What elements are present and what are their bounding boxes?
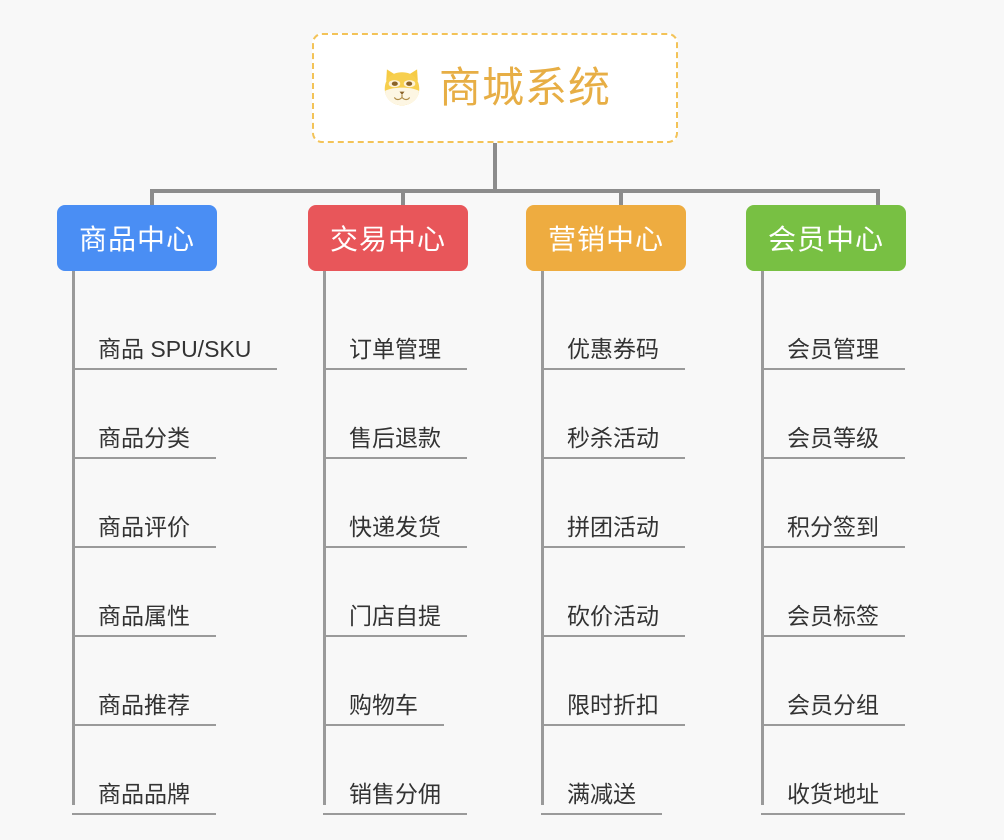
leaf-item[interactable]: 会员分组 [746, 637, 906, 726]
leaf-item[interactable]: 会员等级 [746, 370, 906, 459]
leaf-item-label: 购物车 [323, 692, 444, 726]
leaf-item-label: 砍价活动 [541, 603, 685, 637]
leaf-item-label: 商品品牌 [72, 781, 216, 815]
branch-spine [541, 271, 544, 805]
connector-drop-1 [150, 189, 154, 209]
leaf-item-label: 积分签到 [761, 514, 905, 548]
leaf-item[interactable]: 满减送 [526, 726, 686, 815]
category-items-2: 订单管理售后退款快递发货门店自提购物车销售分佣 [308, 271, 468, 815]
category-header-4[interactable]: 会员中心 [746, 205, 907, 271]
leaf-item-label: 会员等级 [761, 425, 905, 459]
leaf-item[interactable]: 优惠券码 [526, 281, 686, 370]
leaf-item-label: 会员管理 [761, 336, 905, 370]
leaf-item-label: 商品属性 [72, 603, 216, 637]
leaf-item[interactable]: 商品 SPU/SKU [57, 281, 278, 370]
category-header-3[interactable]: 营销中心 [526, 205, 687, 271]
leaf-item-label: 会员分组 [761, 692, 905, 726]
connector-stem [493, 143, 497, 193]
leaf-item[interactable]: 商品分类 [57, 370, 277, 459]
connector-bus [150, 189, 880, 193]
leaf-item[interactable]: 砍价活动 [526, 548, 686, 637]
leaf-item-label: 满减送 [541, 781, 662, 815]
leaf-item-label: 限时折扣 [541, 692, 685, 726]
leaf-item[interactable]: 会员管理 [746, 281, 906, 370]
branch-spine [72, 271, 75, 805]
category-label: 商品中心 [79, 224, 196, 255]
connector-drop-3 [619, 189, 623, 209]
leaf-item-label: 商品评价 [72, 514, 216, 548]
shiba-dog-face-icon [379, 65, 425, 111]
category-column-3: 营销中心优惠券码秒杀活动拼团活动砍价活动限时折扣满减送 [526, 205, 687, 815]
leaf-item[interactable]: 商品品牌 [57, 726, 277, 815]
leaf-item-label: 商品分类 [72, 425, 216, 459]
leaf-item[interactable]: 订单管理 [308, 281, 468, 370]
leaf-item-label: 订单管理 [323, 336, 467, 370]
leaf-item[interactable]: 快递发货 [308, 459, 468, 548]
category-items-3: 优惠券码秒杀活动拼团活动砍价活动限时折扣满减送 [526, 271, 686, 815]
leaf-item[interactable]: 商品属性 [57, 548, 277, 637]
leaf-item-label: 会员标签 [761, 603, 905, 637]
leaf-item-label: 商品推荐 [72, 692, 216, 726]
branch-spine [761, 271, 764, 805]
leaf-item-label: 快递发货 [323, 514, 467, 548]
leaf-item[interactable]: 收货地址 [746, 726, 906, 815]
leaf-item-label: 优惠券码 [541, 336, 685, 370]
category-header-1[interactable]: 商品中心 [57, 205, 218, 271]
root-title: 商城系统 [438, 64, 611, 111]
leaf-item[interactable]: 会员标签 [746, 548, 906, 637]
category-header-2[interactable]: 交易中心 [308, 205, 469, 271]
connector-drop-2 [401, 189, 405, 209]
category-column-4: 会员中心会员管理会员等级积分签到会员标签会员分组收货地址 [746, 205, 907, 815]
leaf-item[interactable]: 门店自提 [308, 548, 468, 637]
root-node[interactable]: 商城系统 [312, 33, 678, 143]
leaf-item[interactable]: 拼团活动 [526, 459, 686, 548]
connector-drop-4 [876, 189, 880, 209]
leaf-item-label: 销售分佣 [323, 781, 467, 815]
category-items-4: 会员管理会员等级积分签到会员标签会员分组收货地址 [746, 271, 906, 815]
leaf-item[interactable]: 购物车 [308, 637, 468, 726]
leaf-item[interactable]: 秒杀活动 [526, 370, 686, 459]
category-column-2: 交易中心订单管理售后退款快递发货门店自提购物车销售分佣 [308, 205, 469, 815]
leaf-item-label: 售后退款 [323, 425, 467, 459]
leaf-item[interactable]: 商品评价 [57, 459, 277, 548]
category-label: 交易中心 [330, 224, 447, 255]
category-label: 会员中心 [768, 224, 885, 255]
leaf-item[interactable]: 销售分佣 [308, 726, 468, 815]
leaf-item-label: 门店自提 [323, 603, 467, 637]
category-label: 营销中心 [548, 224, 665, 255]
branch-spine [323, 271, 326, 805]
leaf-item[interactable]: 售后退款 [308, 370, 468, 459]
category-column-1: 商品中心商品 SPU/SKU 商品分类商品评价商品属性商品推荐商品品牌 [57, 205, 278, 815]
leaf-item[interactable]: 积分签到 [746, 459, 906, 548]
leaf-item[interactable]: 商品推荐 [57, 637, 277, 726]
leaf-item[interactable]: 限时折扣 [526, 637, 686, 726]
category-items-1: 商品 SPU/SKU 商品分类商品评价商品属性商品推荐商品品牌 [57, 271, 278, 815]
leaf-item-label: 秒杀活动 [541, 425, 685, 459]
leaf-item-label: 拼团活动 [541, 514, 685, 548]
leaf-item-label: 收货地址 [761, 781, 905, 815]
leaf-item-label: 商品 SPU/SKU [72, 336, 278, 370]
